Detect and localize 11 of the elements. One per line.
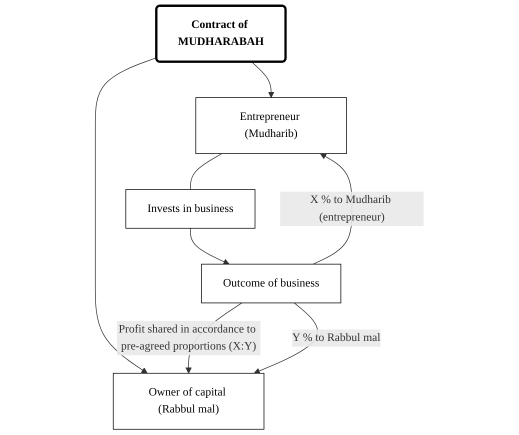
edge-label: Y % to Rabbul mal — [292, 332, 380, 344]
arrow — [252, 62, 274, 98]
node-box: Entrepreneur (Mudharib) — [195, 97, 347, 154]
connector — [190, 153, 222, 190]
arrow — [190, 228, 230, 265]
edge-label: X % to Mudharib (entrepreneur) — [310, 194, 391, 224]
arrow — [94, 57, 158, 374]
node-box: Owner of capital (Rabbul mal) — [112, 372, 264, 430]
node-box: Outcome of business — [201, 264, 342, 304]
edge-label: Profit shared in accordance to pre-agreed proportions (X:Y) — [118, 323, 256, 352]
node-box: Invests in business — [125, 189, 256, 229]
